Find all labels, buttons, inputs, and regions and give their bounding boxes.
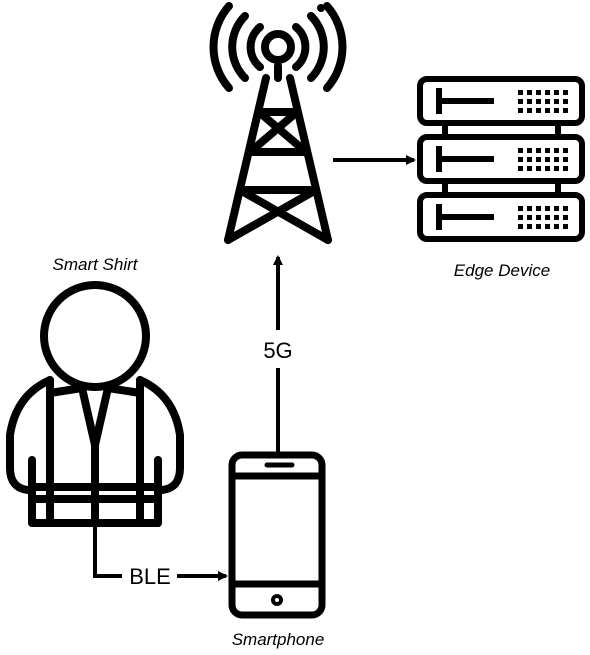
link-shirt-to-phone (93, 523, 122, 578)
edge-device-label: Edge Device (454, 261, 550, 280)
signal-dot (317, 4, 325, 12)
worker-vest-icon (6, 281, 184, 527)
5g-label: 5G (263, 338, 292, 363)
server-stack-icon (417, 76, 585, 242)
server-led-grid (518, 90, 568, 229)
smart-shirt-label: Smart Shirt (52, 255, 138, 274)
server-unit (417, 76, 585, 242)
smartphone-label: Smartphone (232, 630, 325, 649)
smartphone-icon (228, 451, 326, 619)
ble-label: BLE (129, 564, 171, 589)
cell-tower-icon (209, 2, 347, 244)
